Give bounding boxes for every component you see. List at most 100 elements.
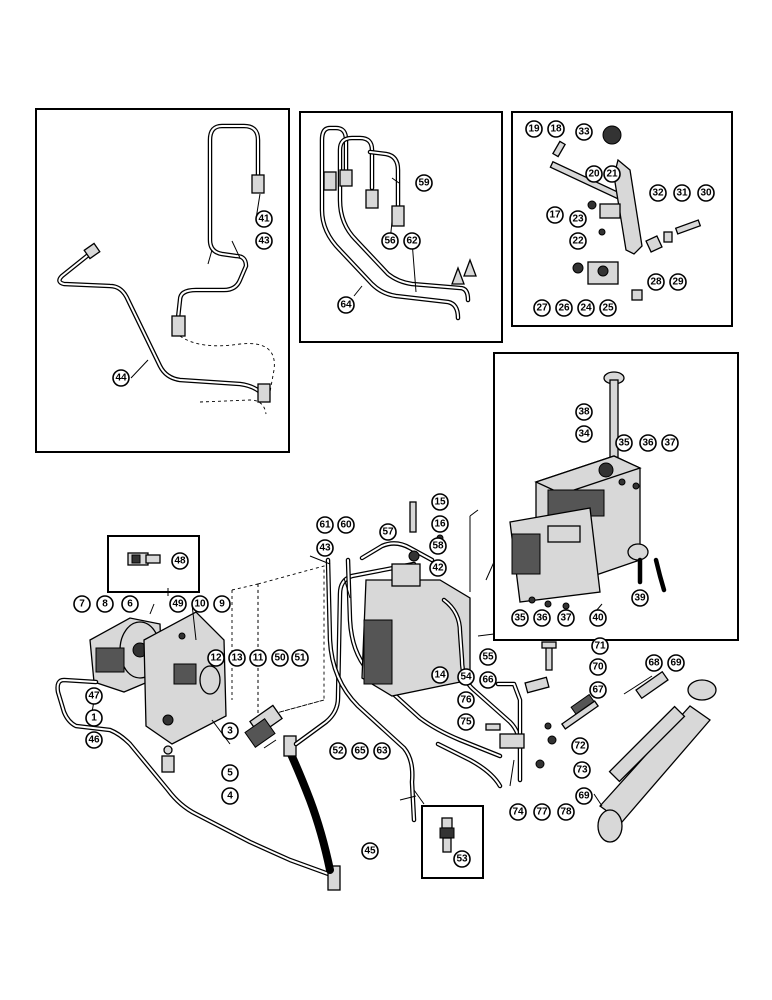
callout-46: 46	[85, 731, 103, 749]
svg-text:24: 24	[580, 303, 592, 314]
svg-text:78: 78	[560, 807, 572, 818]
svg-text:36: 36	[536, 613, 548, 624]
callout-65: 65	[351, 742, 369, 760]
svg-text:35: 35	[514, 613, 526, 624]
callout-39: 39	[631, 589, 649, 607]
svg-text:64: 64	[340, 300, 352, 311]
fitting-48-drawing	[127, 552, 161, 566]
svg-text:52: 52	[332, 746, 344, 757]
callout-35-top: 35	[615, 434, 633, 452]
callout-9: 9	[213, 595, 231, 613]
svg-text:22: 22	[572, 236, 584, 247]
svg-text:47: 47	[88, 691, 100, 702]
svg-text:13: 13	[231, 653, 243, 664]
main-assembly-drawing	[55, 177, 717, 891]
svg-text:62: 62	[406, 236, 418, 247]
svg-text:61: 61	[319, 520, 331, 531]
svg-text:37: 37	[664, 438, 676, 449]
svg-text:27: 27	[536, 303, 548, 314]
callout-72: 72	[571, 737, 589, 755]
callout-38: 38	[575, 403, 593, 421]
svg-text:11: 11	[253, 653, 264, 664]
svg-text:33: 33	[578, 127, 590, 138]
svg-text:60: 60	[340, 520, 352, 531]
svg-text:8: 8	[102, 599, 108, 610]
tubes-56-64-drawing	[319, 125, 477, 321]
callout-51: 51	[291, 649, 309, 667]
svg-text:30: 30	[700, 188, 712, 199]
svg-text:15: 15	[434, 497, 446, 508]
callout-4: 4	[221, 787, 239, 805]
callout-6: 6	[121, 595, 139, 613]
svg-text:76: 76	[460, 695, 472, 706]
callout-25: 25	[599, 299, 617, 317]
callout-55: 55	[479, 648, 497, 666]
svg-text:45: 45	[364, 846, 376, 857]
callout-53: 53	[453, 850, 471, 868]
callout-59: 59	[415, 174, 433, 192]
callout-8: 8	[96, 595, 114, 613]
svg-text:36: 36	[642, 438, 654, 449]
callout-76: 76	[457, 691, 475, 709]
svg-text:26: 26	[558, 303, 570, 314]
control-lever-parts-drawing	[549, 125, 702, 301]
svg-text:58: 58	[432, 541, 444, 552]
callout-37-top: 37	[661, 434, 679, 452]
svg-text:41: 41	[258, 214, 270, 225]
callout-67: 67	[589, 681, 607, 699]
control-valve-cover-drawing	[509, 371, 667, 610]
svg-text:3: 3	[227, 726, 233, 737]
callout-18: 18	[547, 120, 565, 138]
callout-36-top: 36	[639, 434, 657, 452]
callout-13: 13	[228, 649, 246, 667]
svg-text:12: 12	[210, 653, 222, 664]
callout-36-bottom: 36	[533, 609, 551, 627]
fitting-53-drawing	[439, 817, 455, 853]
svg-text:53: 53	[456, 854, 468, 865]
svg-text:48: 48	[174, 556, 186, 567]
callout-62: 62	[403, 232, 421, 250]
callout-66: 66	[479, 671, 497, 689]
callout-43-main: 43	[316, 539, 334, 557]
tube-44-drawing	[57, 242, 275, 415]
callout-63: 63	[373, 742, 391, 760]
callout-64: 64	[337, 296, 355, 314]
svg-text:50: 50	[274, 653, 286, 664]
callout-52: 52	[329, 742, 347, 760]
callout-27: 27	[533, 299, 551, 317]
svg-text:54: 54	[460, 672, 472, 683]
svg-text:34: 34	[578, 429, 590, 440]
svg-text:14: 14	[434, 670, 446, 681]
svg-text:38: 38	[578, 407, 590, 418]
svg-text:70: 70	[592, 662, 604, 673]
svg-text:57: 57	[382, 527, 394, 538]
callout-68: 68	[645, 654, 663, 672]
svg-text:28: 28	[650, 277, 662, 288]
svg-text:18: 18	[550, 124, 562, 135]
callout-78: 78	[557, 803, 575, 821]
callout-34: 34	[575, 425, 593, 443]
callout-10: 10	[191, 595, 209, 613]
svg-text:69: 69	[578, 791, 590, 802]
callout-60: 60	[337, 516, 355, 534]
callout-5: 5	[221, 764, 239, 782]
callout-24: 24	[577, 299, 595, 317]
callout-16: 16	[431, 515, 449, 533]
callout-12: 12	[207, 649, 225, 667]
callout-71: 71	[591, 637, 609, 655]
callout-19: 19	[525, 120, 543, 138]
callout-57: 57	[379, 523, 397, 541]
svg-text:43: 43	[258, 236, 270, 247]
svg-text:5: 5	[227, 768, 233, 779]
callout-35-bottom: 35	[511, 609, 529, 627]
callout-40: 40	[589, 609, 607, 627]
callout-69-bottom: 69	[575, 787, 593, 805]
callout-28: 28	[647, 273, 665, 291]
callout-41: 41	[255, 210, 273, 228]
svg-text:39: 39	[634, 593, 646, 604]
inset-box-tubing-56-64	[299, 111, 503, 343]
callout-33: 33	[575, 123, 593, 141]
svg-text:55: 55	[482, 652, 494, 663]
callout-32: 32	[649, 184, 667, 202]
svg-text:40: 40	[592, 613, 604, 624]
